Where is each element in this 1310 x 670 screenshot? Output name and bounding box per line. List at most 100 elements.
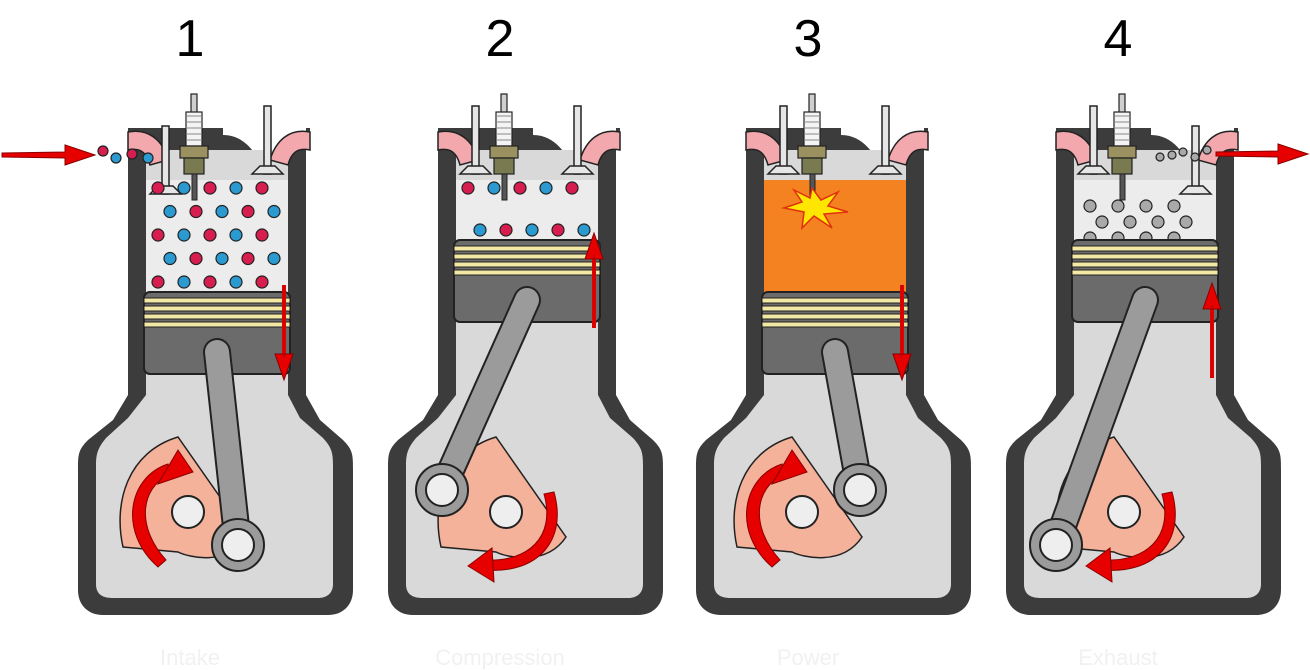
molecule: [163, 204, 177, 219]
piston-ring: [761, 313, 909, 320]
crank-pin: [843, 473, 877, 507]
exhaust-port: [579, 130, 621, 166]
connecting-rod: [430, 288, 539, 502]
molecule: [255, 275, 269, 289]
exhaust-valve-head: [250, 165, 285, 175]
rotation-arrow: [132, 449, 194, 568]
fuel-air-mixture: [461, 181, 591, 237]
molecule: [1155, 152, 1165, 162]
rotation-arrow: [467, 491, 558, 583]
molecule: [461, 181, 475, 195]
molecule: [163, 251, 177, 266]
piston-ring: [143, 313, 291, 320]
molecule: [1167, 150, 1177, 160]
intake-port: [745, 130, 787, 166]
molecule: [255, 228, 269, 242]
spark-plug: [797, 93, 827, 201]
molecule: [203, 181, 217, 195]
molecule: [551, 223, 565, 237]
piston-direction-arrow: [1202, 281, 1222, 378]
intake-valve-head: [458, 165, 493, 175]
molecule: [1083, 199, 1097, 213]
intake-molecules: [97, 145, 154, 164]
crank-pin: [221, 528, 255, 562]
molecule: [1167, 199, 1181, 213]
molecule: [215, 204, 229, 219]
molecule: [241, 204, 255, 219]
exhaust-port: [1197, 130, 1239, 166]
intake-port: [1055, 130, 1097, 166]
molecule: [142, 152, 154, 164]
molecule: [1179, 215, 1193, 229]
molecule: [1139, 199, 1153, 213]
crank-center: [785, 495, 819, 529]
molecule: [177, 228, 191, 242]
molecule: [565, 181, 579, 195]
molecule: [203, 228, 217, 242]
molecule: [189, 204, 203, 219]
piston-ring: [1071, 245, 1219, 252]
spark-burst: [781, 186, 849, 231]
spark-plug: [1107, 93, 1137, 201]
exhaust-valve-stem: [263, 105, 272, 175]
piston-ring: [143, 305, 291, 312]
combustion-chamber: [764, 180, 906, 292]
molecule: [267, 204, 281, 219]
exhaust-valve-head: [868, 165, 903, 175]
molecule: [126, 148, 138, 160]
piston-direction-arrow: [584, 231, 604, 328]
molecule: [151, 228, 165, 242]
spark-plug: [489, 93, 519, 201]
molecule: [1095, 215, 1109, 229]
molecule: [215, 251, 229, 266]
molecule: [473, 223, 487, 237]
crank-center: [1107, 495, 1141, 529]
intake-port: [437, 130, 479, 166]
crank-pin: [1039, 528, 1073, 562]
molecule: [110, 152, 122, 164]
piston-ring: [1071, 253, 1219, 260]
intake-flow-arrow: [1, 144, 97, 166]
piston-ring: [453, 253, 601, 260]
exhaust-valve-stem: [573, 105, 582, 175]
molecule: [1151, 215, 1165, 229]
piston-ring: [761, 297, 909, 304]
molecule: [177, 275, 191, 289]
piston-ring: [453, 245, 601, 252]
intake-valve-head: [1076, 165, 1111, 175]
connecting-rod: [1044, 288, 1157, 557]
molecule: [255, 181, 269, 195]
exhaust-molecules: [1155, 145, 1212, 162]
spark-plug: [179, 93, 209, 201]
molecule: [97, 145, 109, 157]
stroke-number: 4: [1104, 10, 1133, 68]
molecule: [203, 275, 217, 289]
molecule: [1178, 147, 1188, 157]
molecule: [1123, 215, 1137, 229]
crank-pin: [425, 473, 459, 507]
stroke-label: Power: [777, 645, 839, 670]
molecule: [229, 228, 243, 242]
piston-ring: [143, 321, 291, 328]
piston-ring: [761, 321, 909, 328]
intake-valve-stem: [1089, 105, 1098, 175]
molecule: [1190, 152, 1200, 162]
intake-valve-stem: [779, 105, 788, 175]
molecule: [1202, 145, 1212, 155]
piston-direction-arrow: [274, 285, 294, 382]
molecule: [151, 181, 165, 195]
stroke-number: 2: [486, 10, 515, 68]
piston-direction-arrow: [892, 285, 912, 382]
stroke-number: 1: [176, 10, 205, 68]
connecting-rod: [205, 340, 250, 557]
exhaust-valve-head: [560, 165, 595, 175]
molecule: [229, 181, 243, 195]
molecule: [267, 251, 281, 266]
stroke-number: 3: [794, 10, 823, 68]
rotation-arrow: [746, 449, 808, 568]
